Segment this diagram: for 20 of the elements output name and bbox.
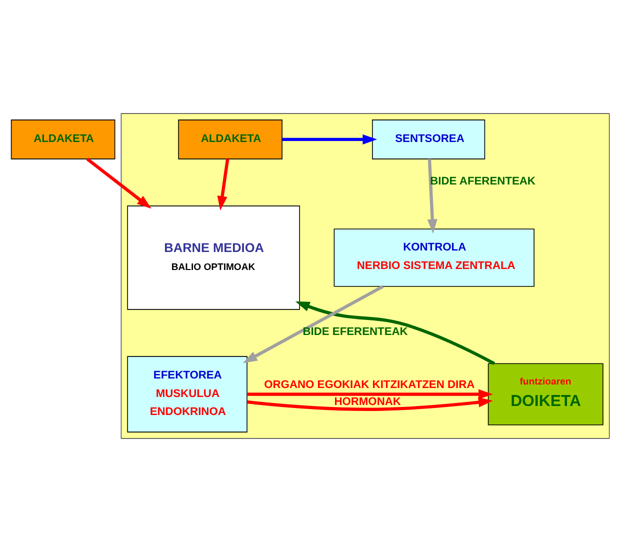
arrow: [295, 300, 496, 364]
edge-label: HORMONAK: [334, 395, 401, 408]
node-box: BARNE MEDIOA BALIO OPTIMOAK: [127, 205, 300, 310]
edge-label: BIDE AFERENTEAK: [430, 175, 536, 188]
node-box: ALDAKETA: [178, 119, 282, 159]
arrow: [86, 157, 152, 208]
edge-label: BIDE EFERENTEAK: [302, 326, 408, 338]
edge-label: ORGANO EGOKIAK KITZIKATZEN DIRA: [264, 378, 475, 391]
node-box: funtzioaren DOIKETA: [488, 362, 604, 425]
arrow: [247, 388, 493, 399]
arrow: [427, 158, 438, 234]
node-box: EFEKTOREA MUSKULUA ENDOKRINOA: [127, 356, 248, 432]
arrow: [282, 134, 378, 144]
node-box: KONTROLA NERBIO SISTEMA ZENTRALA: [334, 228, 534, 286]
arrow: [242, 284, 384, 363]
node-box: ALDAKETA: [10, 119, 116, 159]
cluster: [120, 112, 610, 438]
arrow: [247, 396, 493, 410]
node-box: SENTSOREA: [372, 119, 486, 159]
arrow: [217, 158, 230, 210]
